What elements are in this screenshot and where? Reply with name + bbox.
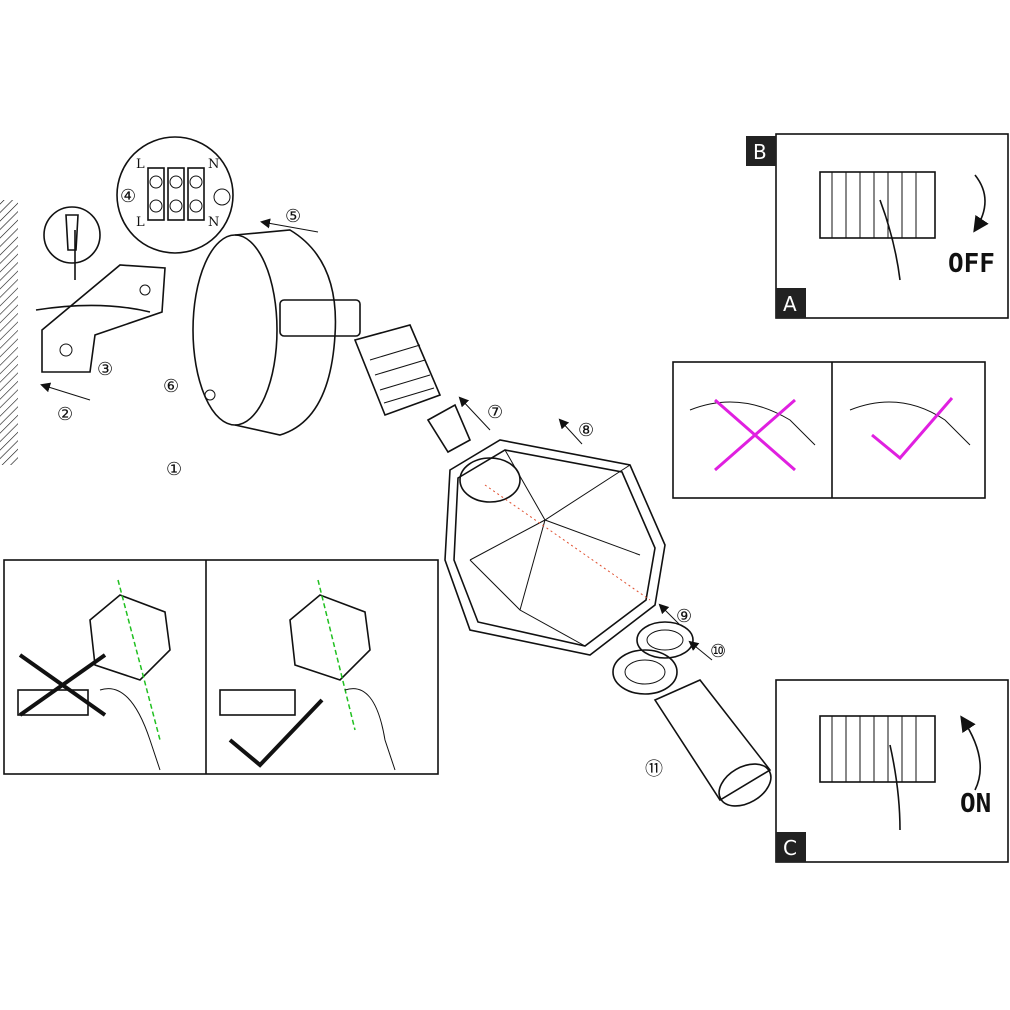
correct-glove-mark bbox=[871, 397, 954, 461]
step-9: ⑨ bbox=[676, 606, 692, 627]
wrong-bare-hand-mark bbox=[714, 398, 796, 472]
tag-b: B bbox=[753, 140, 767, 164]
g9-bulb bbox=[426, 403, 472, 454]
correct-check-mark bbox=[228, 698, 324, 768]
on-label: ON bbox=[960, 789, 991, 819]
dowel-detail-circle bbox=[43, 206, 101, 264]
retaining-rings bbox=[612, 621, 694, 695]
wall-canopy bbox=[192, 229, 361, 436]
step-4: ④ bbox=[120, 186, 136, 207]
glass-tube bbox=[653, 679, 772, 807]
step-10: ⑩ bbox=[710, 641, 726, 662]
step-numbers: ① ② ③ ④ ⑤ ⑥ ⑦ ⑧ ⑨ ⑩ ⑪ bbox=[57, 186, 726, 780]
terminal-label-live: L bbox=[136, 157, 145, 172]
shade-adjustment-panel bbox=[3, 559, 439, 775]
off-label: OFF bbox=[948, 249, 995, 279]
mounting-bracket bbox=[35, 230, 166, 373]
breaker-on-panel: C ON bbox=[775, 679, 1009, 863]
step-3: ③ bbox=[97, 359, 113, 380]
step-8: ⑧ bbox=[578, 420, 594, 441]
wall bbox=[0, 200, 18, 465]
terminal-label-neutral: N bbox=[208, 215, 219, 230]
tag-c: C bbox=[783, 836, 797, 860]
tag-a: A bbox=[783, 292, 797, 316]
step-2: ② bbox=[57, 404, 73, 425]
step-7: ⑦ bbox=[487, 402, 503, 423]
terminal-label-neutral: N bbox=[208, 157, 219, 172]
terminal-label-live: L bbox=[136, 215, 145, 230]
cage-shade bbox=[444, 439, 666, 656]
step-6: ⑥ bbox=[163, 376, 179, 397]
step-arrows bbox=[40, 218, 713, 661]
step-11: ⑪ bbox=[645, 759, 663, 780]
terminal-block-detail: L N L N bbox=[116, 136, 234, 254]
step-1: ① bbox=[166, 459, 182, 480]
step-5: ⑤ bbox=[285, 206, 301, 227]
wrong-cross-mark bbox=[18, 653, 107, 717]
breaker-off-panel: B A OFF bbox=[746, 133, 1009, 319]
bulb-handling-panel bbox=[672, 361, 986, 499]
lamp-holder bbox=[353, 324, 442, 417]
